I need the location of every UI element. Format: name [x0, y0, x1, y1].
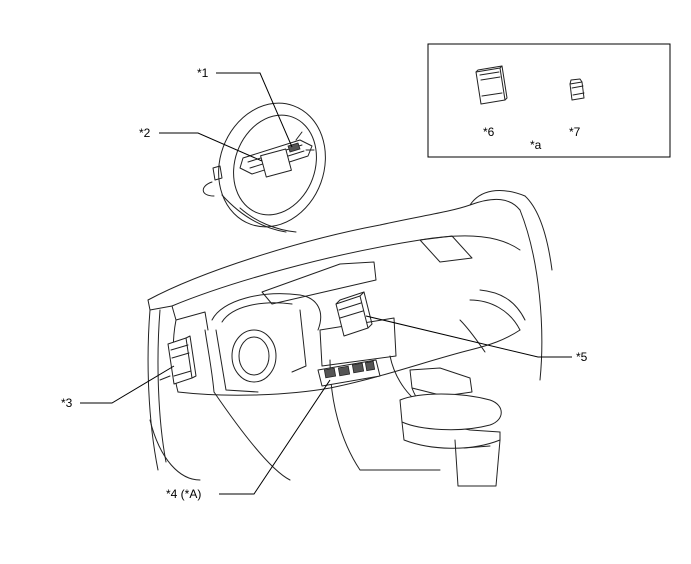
callout-6: *6 — [483, 125, 495, 139]
callout-a: *a — [530, 138, 542, 152]
callout-5: *5 — [576, 350, 588, 364]
part-4-switch-panel-icon — [317, 359, 381, 387]
instrument-panel-illustration — [147, 190, 553, 487]
callout-7: *7 — [569, 125, 581, 139]
part-6-module-icon — [475, 65, 508, 105]
callout-2: *2 — [139, 126, 151, 140]
callout-3: *3 — [61, 396, 73, 410]
leader-lines — [80, 72, 572, 495]
steering-wheel-illustration — [202, 102, 326, 233]
part-7-sensor-icon — [569, 78, 585, 101]
part-5-module-icon — [335, 291, 373, 337]
callout-4: *4 (*A) — [166, 487, 201, 501]
part-3-module-icon — [159, 335, 197, 385]
inset-box: *6 *7 *a — [427, 43, 671, 158]
callout-1: *1 — [197, 66, 209, 80]
